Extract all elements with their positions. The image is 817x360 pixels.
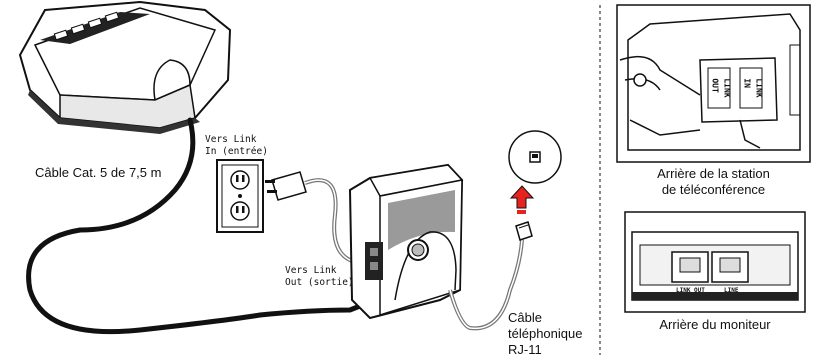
conference-station-icon [20,2,230,134]
monitor-unit-icon [350,165,462,318]
wall-outlet-icon [217,160,263,232]
monitor-back-panel [625,212,805,312]
monitor-back-caption: Arrière du moniteur [625,317,805,333]
phone-jack-icon [509,131,561,183]
monitor-link-out-label: LINK OUT [676,285,705,297]
monitor-line-label: LINE [724,285,738,297]
rj11-connector-icon [516,222,532,240]
up-arrow-icon [511,186,533,214]
cat5-cable-label: Câble Cat. 5 de 7,5 m [35,165,161,180]
power-plug-icon [265,172,355,262]
cat5-cable [29,120,360,332]
